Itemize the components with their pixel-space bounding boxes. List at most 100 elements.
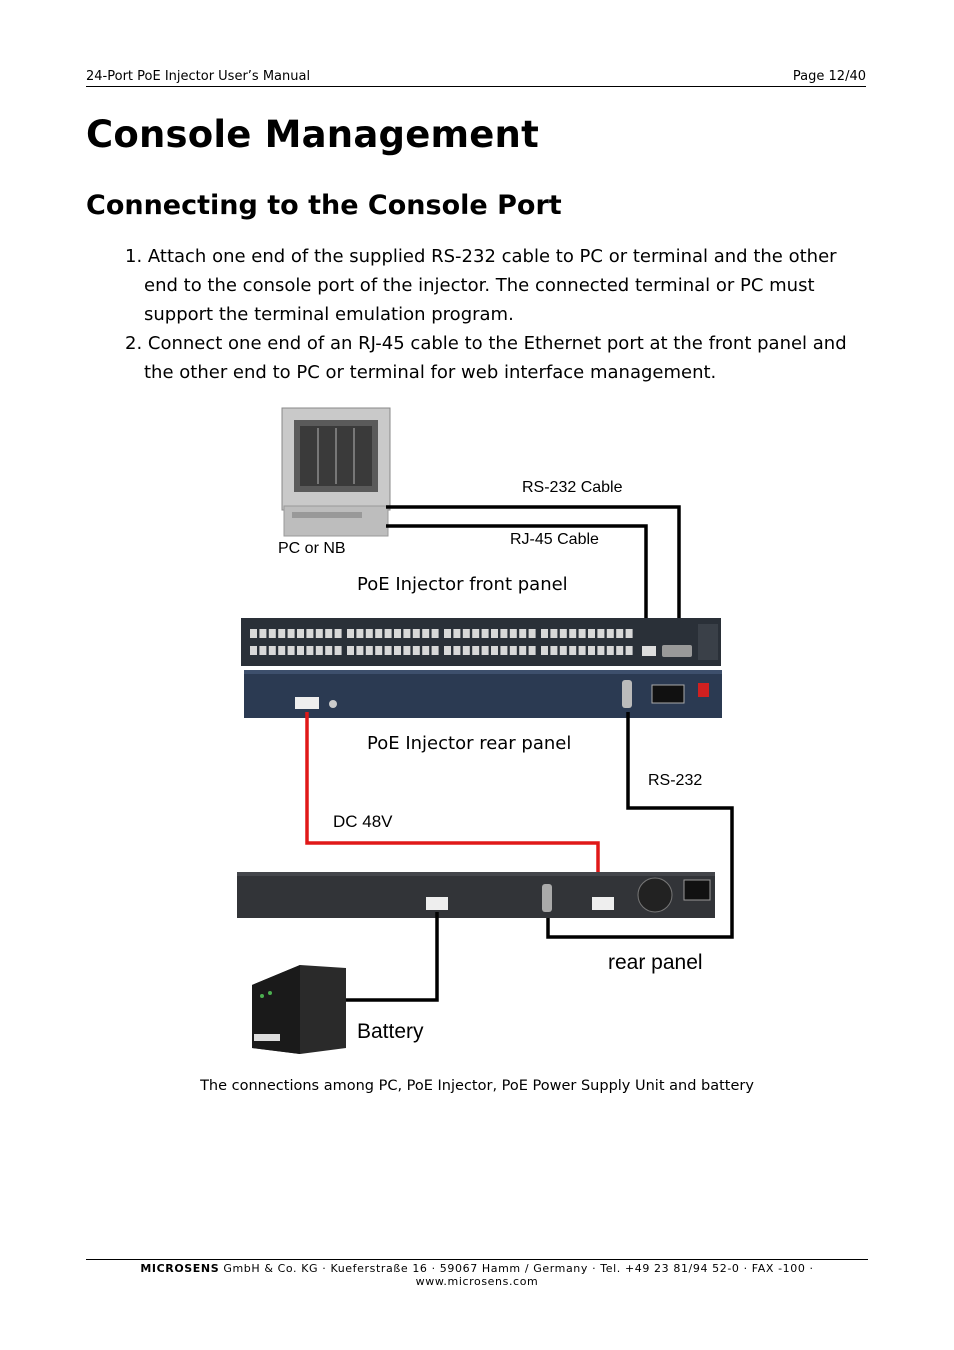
ethernet-port — [519, 646, 527, 655]
ethernet-port — [509, 646, 517, 655]
ethernet-port — [500, 629, 508, 638]
ethernet-port — [519, 629, 527, 638]
ethernet-port — [384, 646, 392, 655]
ethernet-port — [481, 629, 489, 638]
ethernet-port — [444, 646, 451, 655]
ethernet-port — [384, 629, 392, 638]
footer-address: GmbH & Co. KG · Kueferstraße 16 · 59067 … — [219, 1262, 814, 1288]
rs232-line — [546, 712, 734, 939]
ethernet-port — [606, 646, 614, 655]
ethernet-port — [403, 646, 411, 655]
header-manual-title: 24-Port PoE Injector User’s Manual — [86, 69, 311, 84]
ethernet-port — [550, 629, 558, 638]
ethernet-port — [616, 629, 624, 638]
pc-label: PC or NB — [278, 540, 346, 557]
rs232-label: RS-232 — [648, 772, 702, 789]
ethernet-port — [403, 629, 411, 638]
ethernet-port — [569, 629, 577, 638]
ethernet-port — [375, 646, 383, 655]
rs232-cable-label: RS-232 Cable — [522, 479, 623, 496]
ethernet-port — [250, 629, 257, 638]
ethernet-port — [250, 646, 257, 655]
ethernet-port — [325, 646, 333, 655]
ethernet-port — [491, 629, 498, 638]
ethernet-port — [306, 646, 314, 655]
ethernet-port — [297, 646, 304, 655]
ethernet-port — [259, 646, 267, 655]
ethernet-port — [616, 646, 624, 655]
ethernet-port — [297, 629, 304, 638]
page-header: 24-Port PoE Injector User’s Manual Page … — [86, 68, 866, 87]
ethernet-port — [472, 629, 480, 638]
ethernet-port — [559, 646, 567, 655]
page-footer: MICROSENS GmbH & Co. KG · Kueferstraße 1… — [86, 1259, 868, 1288]
ethernet-port — [334, 629, 342, 638]
ethernet-port — [588, 629, 595, 638]
ethernet-port — [462, 629, 470, 638]
ethernet-port — [541, 646, 548, 655]
ethernet-port — [588, 646, 595, 655]
rj45-cable-label: RJ-45 Cable — [510, 531, 599, 548]
ethernet-port — [528, 629, 536, 638]
ethernet-port — [597, 646, 605, 655]
ethernet-port — [278, 629, 286, 638]
ethernet-port — [422, 646, 430, 655]
rear-panel-label: PoE Injector rear panel — [367, 733, 571, 754]
ethernet-port — [412, 646, 420, 655]
ethernet-port — [606, 629, 614, 638]
ethernet-port — [306, 629, 314, 638]
ethernet-port — [356, 629, 364, 638]
ethernet-port — [268, 646, 276, 655]
ethernet-port — [541, 629, 548, 638]
ethernet-port — [578, 646, 586, 655]
ethernet-port — [500, 646, 508, 655]
ethernet-port — [509, 629, 517, 638]
ethernet-port — [431, 629, 439, 638]
ethernet-port — [315, 629, 323, 638]
ethernet-port — [259, 629, 267, 638]
pc-icon — [281, 407, 391, 537]
psu-rear-panel — [237, 872, 715, 918]
battery-line — [345, 912, 439, 1002]
ethernet-port — [578, 629, 586, 638]
ethernet-port — [453, 629, 461, 638]
step-1: 1. Attach one end of the supplied RS-232… — [125, 246, 837, 325]
section-title: Connecting to the Console Port — [86, 190, 562, 221]
ethernet-port — [569, 646, 577, 655]
ethernet-port — [444, 629, 451, 638]
ethernet-port — [597, 629, 605, 638]
ethernet-port — [365, 646, 373, 655]
ethernet-port — [472, 646, 480, 655]
dc-power-line — [305, 712, 600, 900]
injector-front-panel — [241, 618, 721, 666]
figure-caption: The connections among PC, PoE Injector, … — [200, 1078, 754, 1094]
ethernet-port — [347, 629, 354, 638]
ethernet-port — [356, 646, 364, 655]
ethernet-port — [278, 646, 286, 655]
battery-label: Battery — [357, 1020, 424, 1043]
ethernet-port — [625, 629, 633, 638]
psu-rear-panel-label: rear panel — [608, 951, 703, 974]
ethernet-port — [559, 629, 567, 638]
rs232-cable-line — [386, 505, 681, 650]
ethernet-port — [431, 646, 439, 655]
ethernet-port — [365, 629, 373, 638]
page-title: Console Management — [86, 113, 539, 156]
footer-company: MICROSENS — [140, 1262, 220, 1275]
step-list: 1. Attach one end of the supplied RS-232… — [125, 242, 870, 387]
ethernet-port — [287, 646, 295, 655]
ethernet-port — [422, 629, 430, 638]
ethernet-port — [491, 646, 498, 655]
header-page-number: Page 12/40 — [792, 69, 866, 84]
ethernet-port — [268, 629, 276, 638]
ethernet-port — [528, 646, 536, 655]
battery-icon — [252, 965, 346, 1054]
ethernet-port — [394, 629, 401, 638]
connection-diagram: PC or NB RS-232 Cable RJ-45 Cable PoE In… — [237, 407, 734, 1054]
ethernet-port — [412, 629, 420, 638]
injector-rear-panel — [244, 670, 722, 718]
ethernet-port — [394, 646, 401, 655]
dc-label: DC 48V — [333, 812, 393, 831]
ethernet-port — [453, 646, 461, 655]
front-panel-label: PoE Injector front panel — [357, 574, 568, 595]
